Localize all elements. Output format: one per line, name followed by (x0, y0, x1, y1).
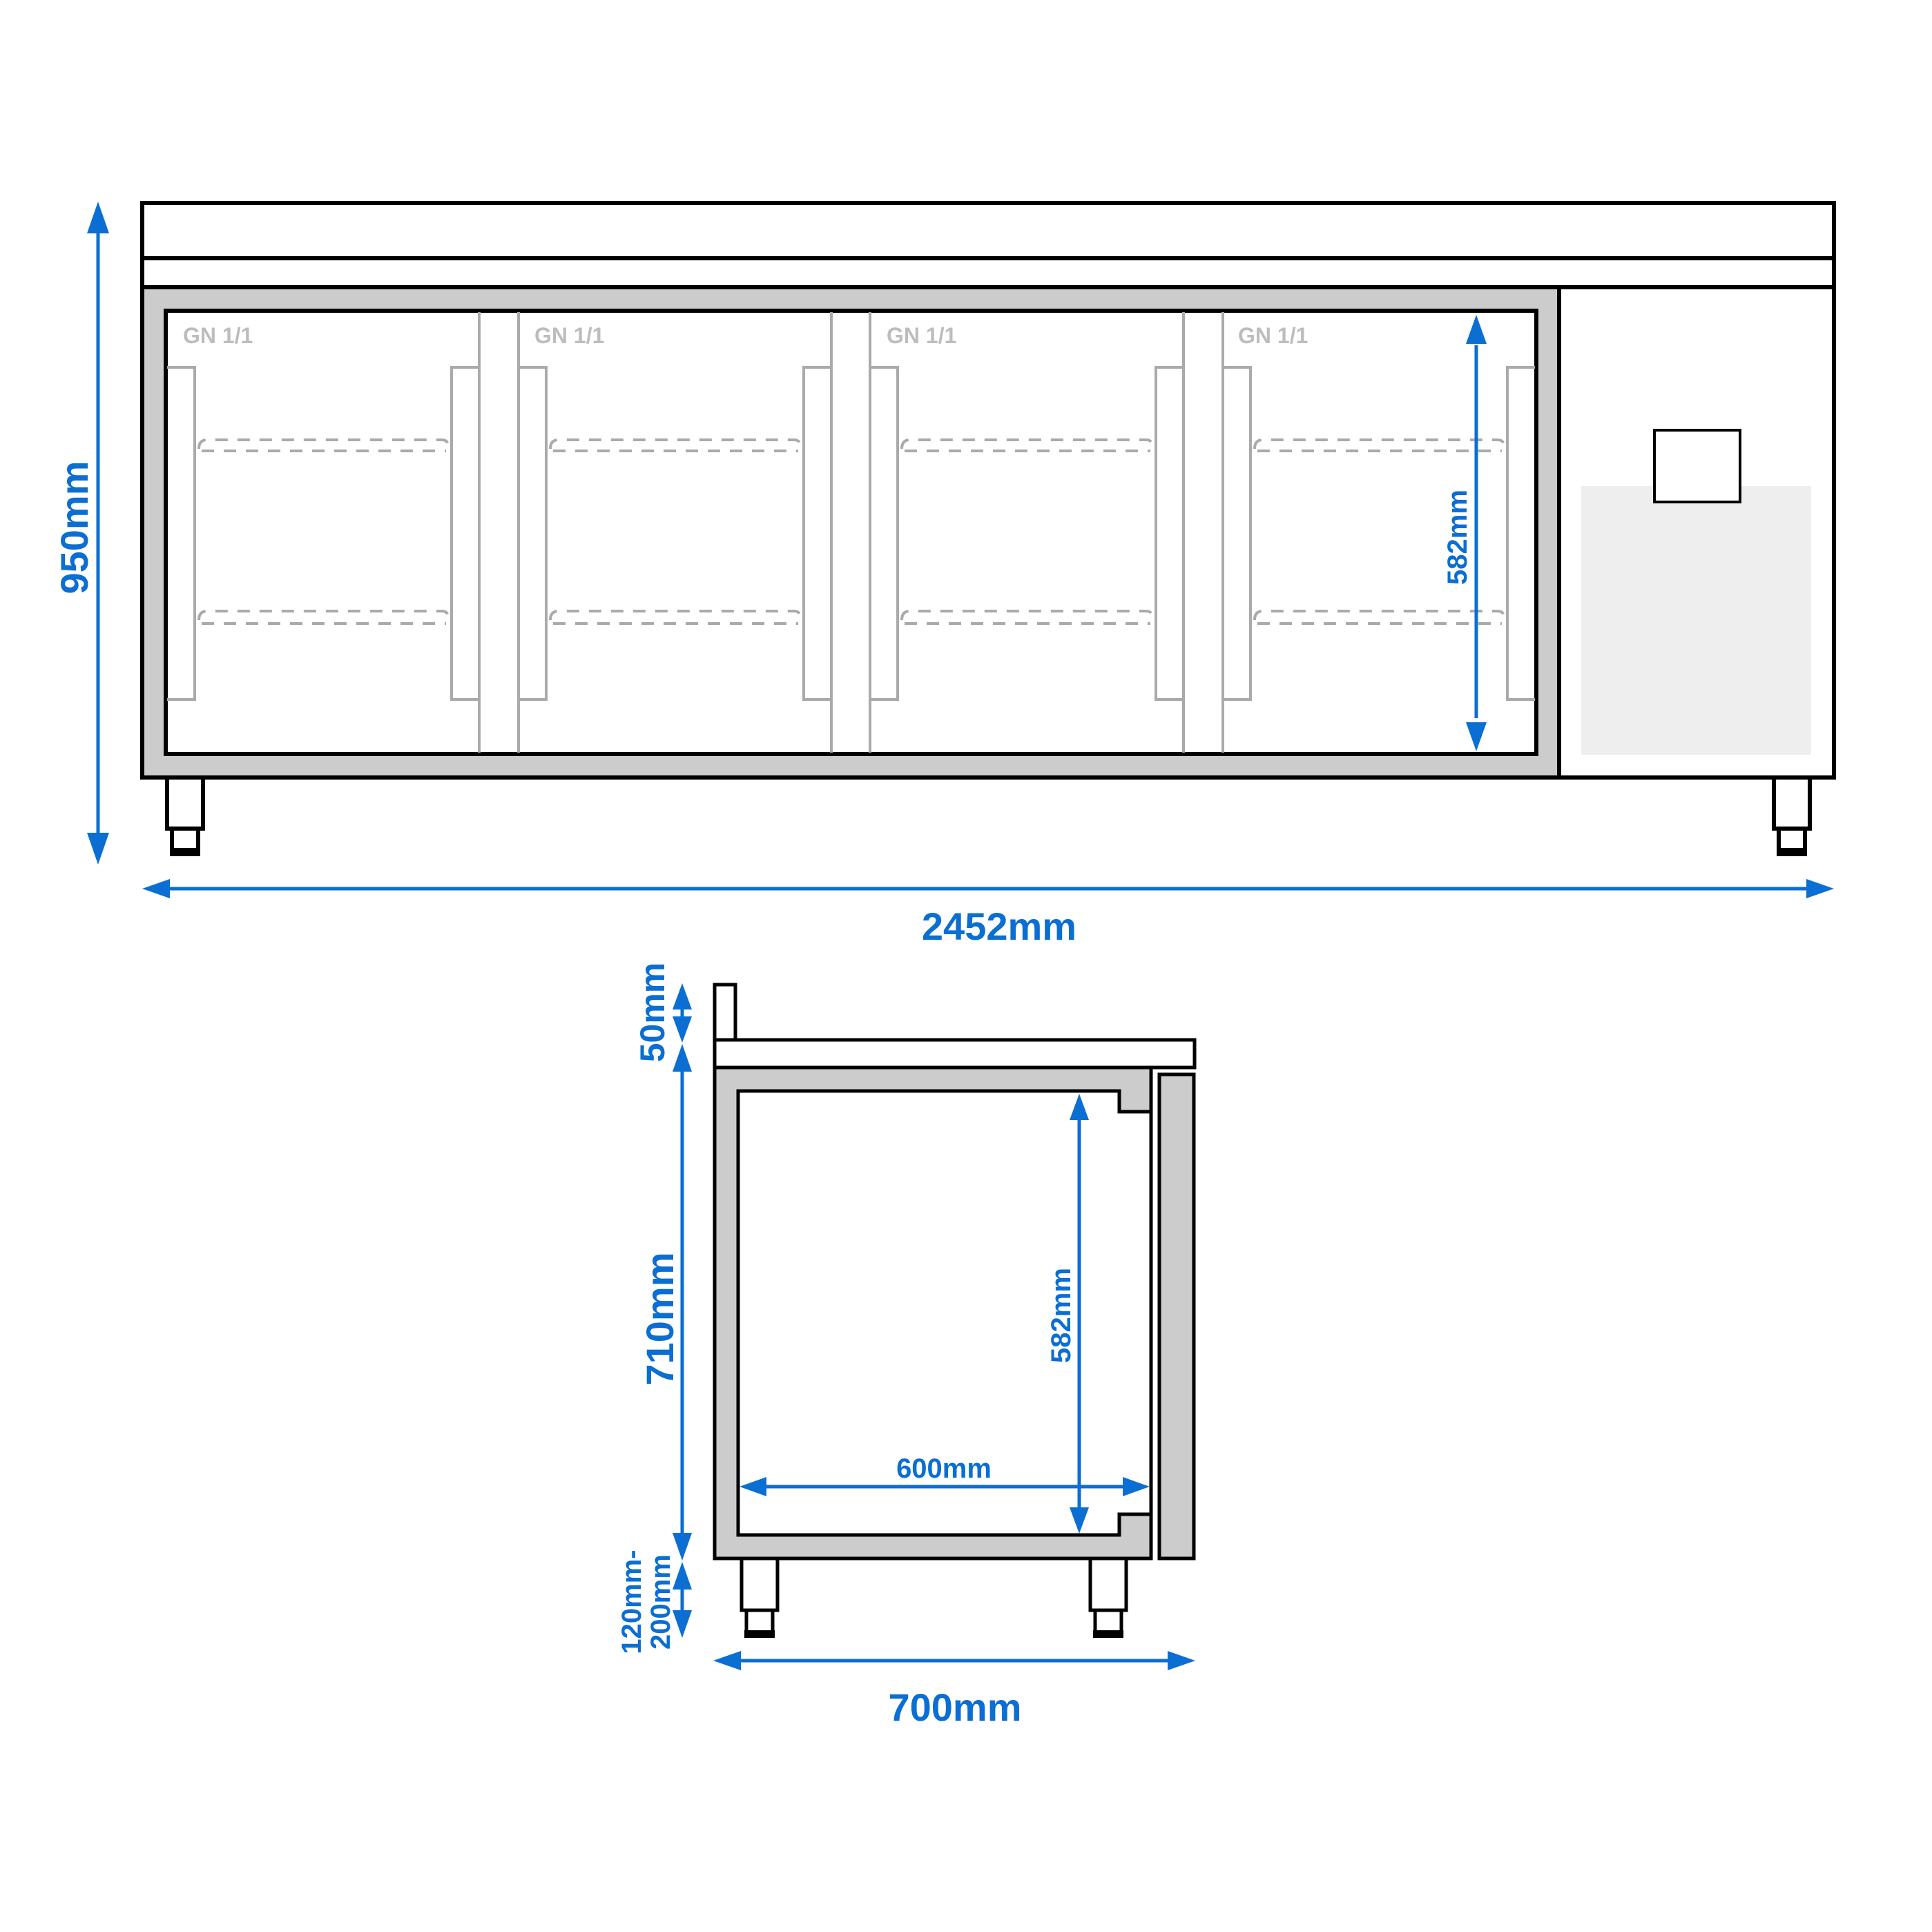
interior-height-label-side: 582mm (1046, 1268, 1076, 1363)
compartment-dividers (478, 312, 1224, 753)
side-door (1157, 1072, 1196, 1561)
door-glass-area (164, 309, 1538, 756)
dimension-overall-depth: 700mm (713, 1651, 1195, 1729)
dimension-overall-width: 2452mm (142, 879, 1834, 948)
leg-height-label-line2: 200mm (646, 1554, 676, 1650)
vent-panel (1581, 486, 1811, 755)
side-interior (736, 1089, 1153, 1537)
overall-width-label: 2452mm (922, 905, 1076, 948)
leg-left (165, 775, 205, 856)
dimension-interior-height-side: 582mm (1046, 1094, 1089, 1534)
interior-depth-label: 600mm (896, 1453, 992, 1484)
backsplash (713, 983, 737, 1042)
dimension-overall-height: 950mm (52, 202, 109, 864)
shelves (197, 438, 1506, 625)
control-display (1653, 429, 1741, 503)
compartment-label: GN 1/1 (534, 323, 604, 348)
body-outline (140, 201, 1836, 780)
side-leg-right (1088, 1556, 1128, 1638)
dimension-leg-height: 120mm- 200mm (617, 1549, 692, 1654)
compartment-label: GN 1/1 (1238, 323, 1308, 348)
side-leg-left (740, 1556, 780, 1638)
backsplash-height-label: 50mm (633, 963, 672, 1063)
body-height-label: 710mm (638, 1252, 682, 1385)
overall-height-label: 950mm (52, 461, 96, 594)
compartment-label: GN 1/1 (183, 323, 253, 348)
leg-right (1772, 775, 1812, 856)
side-countertop (713, 1038, 1197, 1070)
dimension-interior-depth: 600mm (740, 1453, 1150, 1496)
shelf-brackets (167, 366, 1535, 701)
compartment-label: GN 1/1 (887, 323, 956, 348)
overall-depth-label: 700mm (888, 1685, 1021, 1729)
dimension-backsplash-height: 50mm (633, 963, 692, 1063)
interior-height-label-front: 582mm (1442, 490, 1473, 585)
front-view: GN 1/1 GN 1/1 GN 1/1 GN 1/1 950mm (52, 201, 1836, 948)
leg-height-label-line1: 120mm- (617, 1549, 647, 1654)
dimension-interior-height-front: 582mm (1442, 315, 1487, 751)
dimension-body-height: 710mm (638, 1044, 692, 1561)
side-view: 50mm 710mm 120mm- 200mm 582mm 600m (617, 963, 1197, 1729)
